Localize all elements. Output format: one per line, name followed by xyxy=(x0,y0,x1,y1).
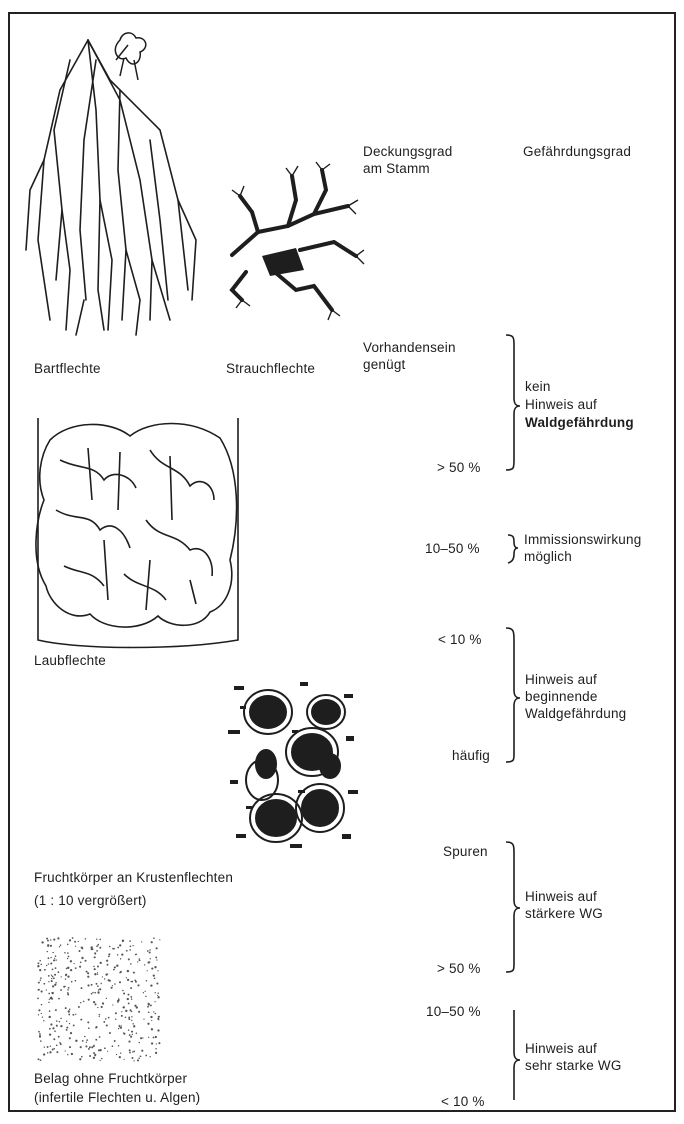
danger-staerker: Hinweis auf stärkere WG xyxy=(525,888,603,922)
danger-sehr-stark: Hinweis auf sehr starke WG xyxy=(525,1040,622,1074)
danger-kein-1: kein xyxy=(525,378,551,395)
danger-immission: Immissionswirkung möglich xyxy=(524,531,641,565)
danger-kein-2: Hinweis auf xyxy=(525,396,597,413)
danger-beginnend: Hinweis auf beginnende Waldgefährdung xyxy=(525,671,626,722)
danger-kein-3: Waldgefährdung xyxy=(525,414,634,431)
